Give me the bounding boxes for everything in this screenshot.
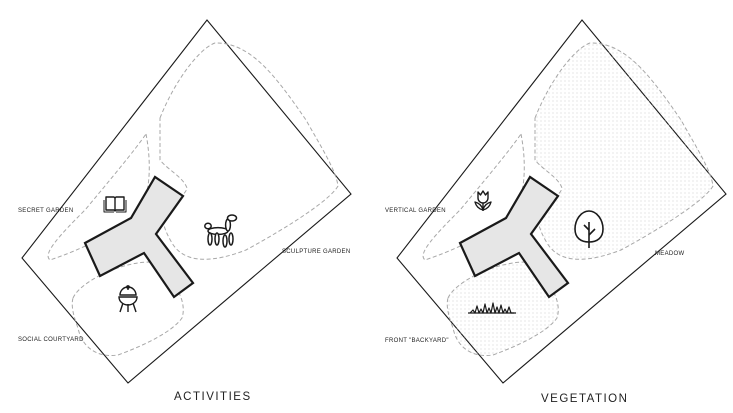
activities-plan (21, 19, 352, 384)
grill-icon (118, 285, 138, 313)
building-footprint (83, 175, 195, 299)
meadow-zone (534, 42, 714, 260)
book-icon (103, 196, 127, 213)
building-footprint (458, 175, 570, 299)
label-sculpture-garden: SCULPTURE GARDEN (282, 249, 351, 255)
front-backyard-zone (446, 261, 559, 357)
sculpture-garden-zone (159, 42, 339, 260)
tree-icon (574, 210, 604, 248)
label-meadow: MEADOW (655, 251, 685, 257)
site-boundary (21, 19, 352, 384)
title-vegetation: VEGETATION (541, 393, 629, 405)
balloon-dog-icon (204, 214, 238, 248)
label-social-courtyard: SOCIAL COURTYARD (18, 337, 84, 343)
grass-icon (468, 302, 516, 314)
tulip-icon (474, 190, 492, 211)
label-front-backyard: FRONT "BACKYARD" (385, 338, 449, 344)
label-secret-garden: SECRET GARDEN (18, 208, 74, 214)
label-vertical-garden: VERTICAL GARDEN (385, 208, 446, 214)
vegetation-plan (396, 19, 727, 384)
social-courtyard-zone (71, 261, 184, 357)
title-activities: ACTIVITIES (174, 391, 252, 403)
